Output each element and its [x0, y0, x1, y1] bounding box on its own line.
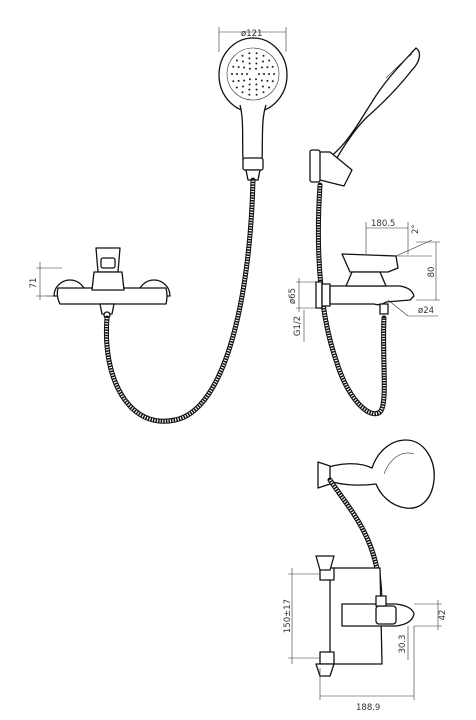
flange-diameter-label: ø65	[288, 288, 298, 304]
thread-label: G1/2	[293, 316, 303, 336]
mixer-front-view: 71	[29, 247, 171, 319]
handle-height-label: 42	[438, 610, 448, 621]
hand-shower-front: ø121	[218, 27, 288, 181]
outlet-diameter-label: ø24	[418, 306, 434, 316]
spray-nozzles	[231, 52, 275, 96]
spout-reach-label: 180.5	[371, 219, 395, 229]
mixer-side-view: 180.5 2° 80 ø65 G1/2 ø24	[288, 47, 440, 417]
axis-distance-label: 150±17	[283, 599, 293, 633]
shower-hose-front	[103, 177, 256, 424]
side-height-label: 80	[427, 267, 437, 278]
spout-angle-label: 2°	[411, 224, 421, 234]
total-depth-label: 188.9	[356, 703, 380, 713]
handle-offset-label: 30.3	[398, 635, 408, 654]
front-height-label: 71	[29, 278, 39, 289]
head-diameter-label: ø121	[241, 29, 262, 39]
mixer-top-view: 150±17 42 30.3 188.9	[283, 439, 448, 713]
